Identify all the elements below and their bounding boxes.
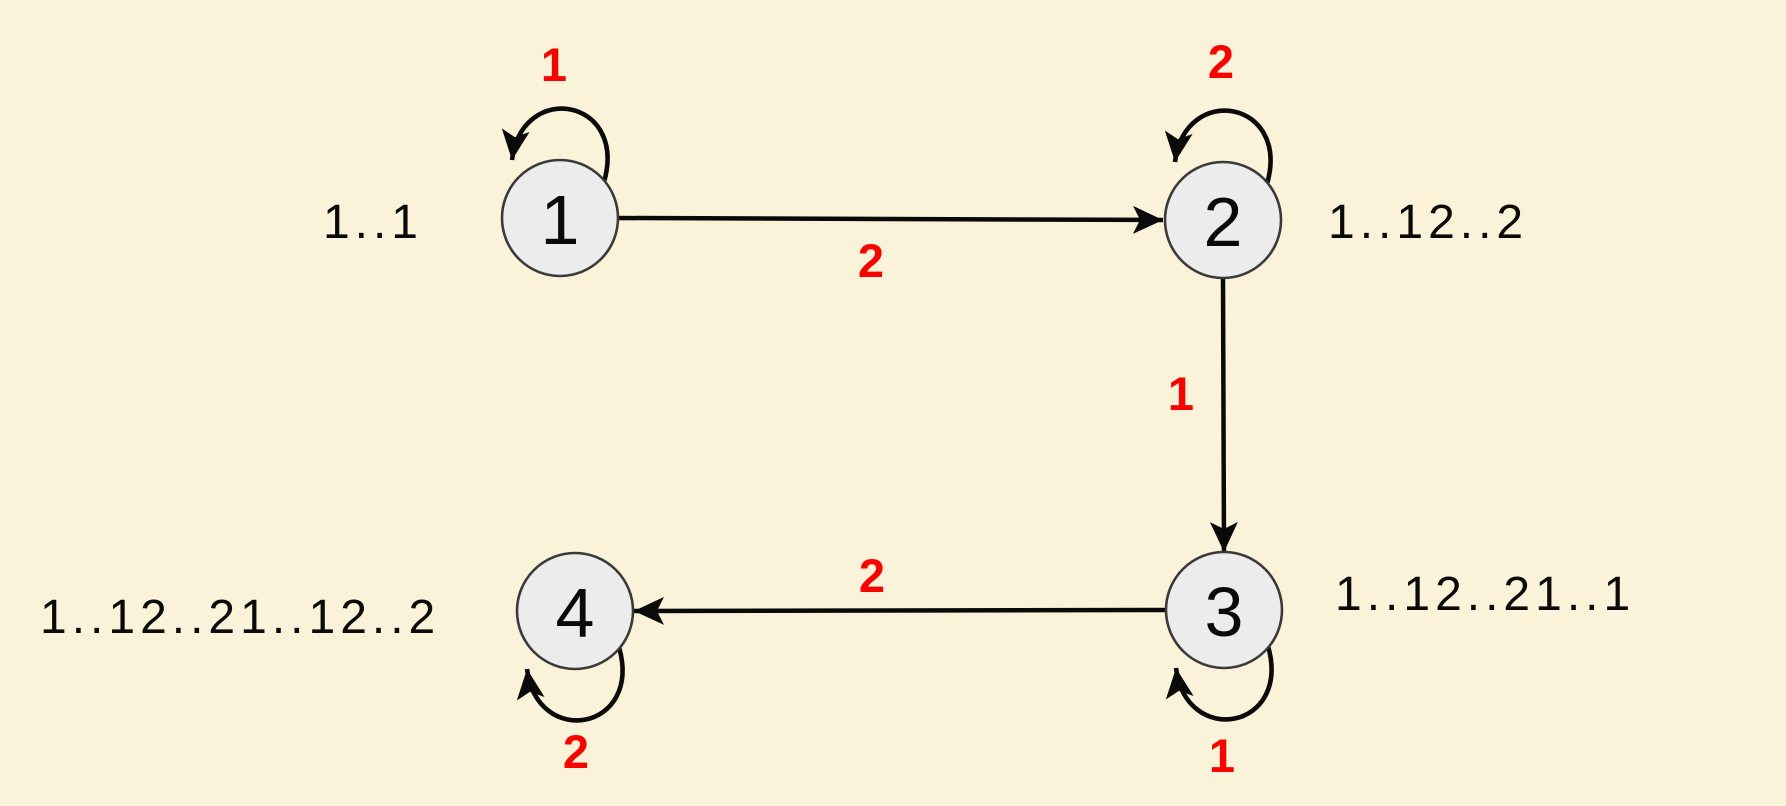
self-loop-node-4 xyxy=(516,646,625,723)
edge-2-3-label: 1 xyxy=(1168,367,1194,420)
self-loop-label-node-2: 2 xyxy=(1208,35,1234,88)
self-loop-node-1 xyxy=(501,106,610,183)
node-1-annotation: 1..1 xyxy=(323,196,423,249)
self-loop-label-node-3: 1 xyxy=(1209,729,1235,782)
node-4-label: 4 xyxy=(556,574,595,652)
edge-3-4 xyxy=(633,596,1167,625)
self-loop-label-node-4: 2 xyxy=(563,725,589,778)
node-1-circle xyxy=(500,158,620,278)
node-2-label: 2 xyxy=(1204,183,1243,261)
node-4-annotation: 1..12..21..12..2 xyxy=(40,591,440,644)
node-4-circle xyxy=(515,551,635,671)
node-3-annotation: 1..12..21..1 xyxy=(1335,568,1635,621)
self-loop-node-2 xyxy=(1164,108,1273,185)
node-2-circle xyxy=(1163,160,1283,280)
edge-1-2 xyxy=(617,205,1164,234)
edge-3-4-label: 2 xyxy=(859,549,885,602)
self-loop-node-3 xyxy=(1165,645,1274,722)
node-3-circle xyxy=(1164,550,1284,670)
edge-2-3 xyxy=(1209,277,1238,553)
edge-1-2-label: 2 xyxy=(858,234,884,287)
node-3-label: 3 xyxy=(1205,573,1244,651)
node-1-label: 1 xyxy=(541,181,580,259)
self-loop-label-node-1: 1 xyxy=(541,38,567,91)
node-2-annotation: 1..12..2 xyxy=(1328,196,1528,249)
